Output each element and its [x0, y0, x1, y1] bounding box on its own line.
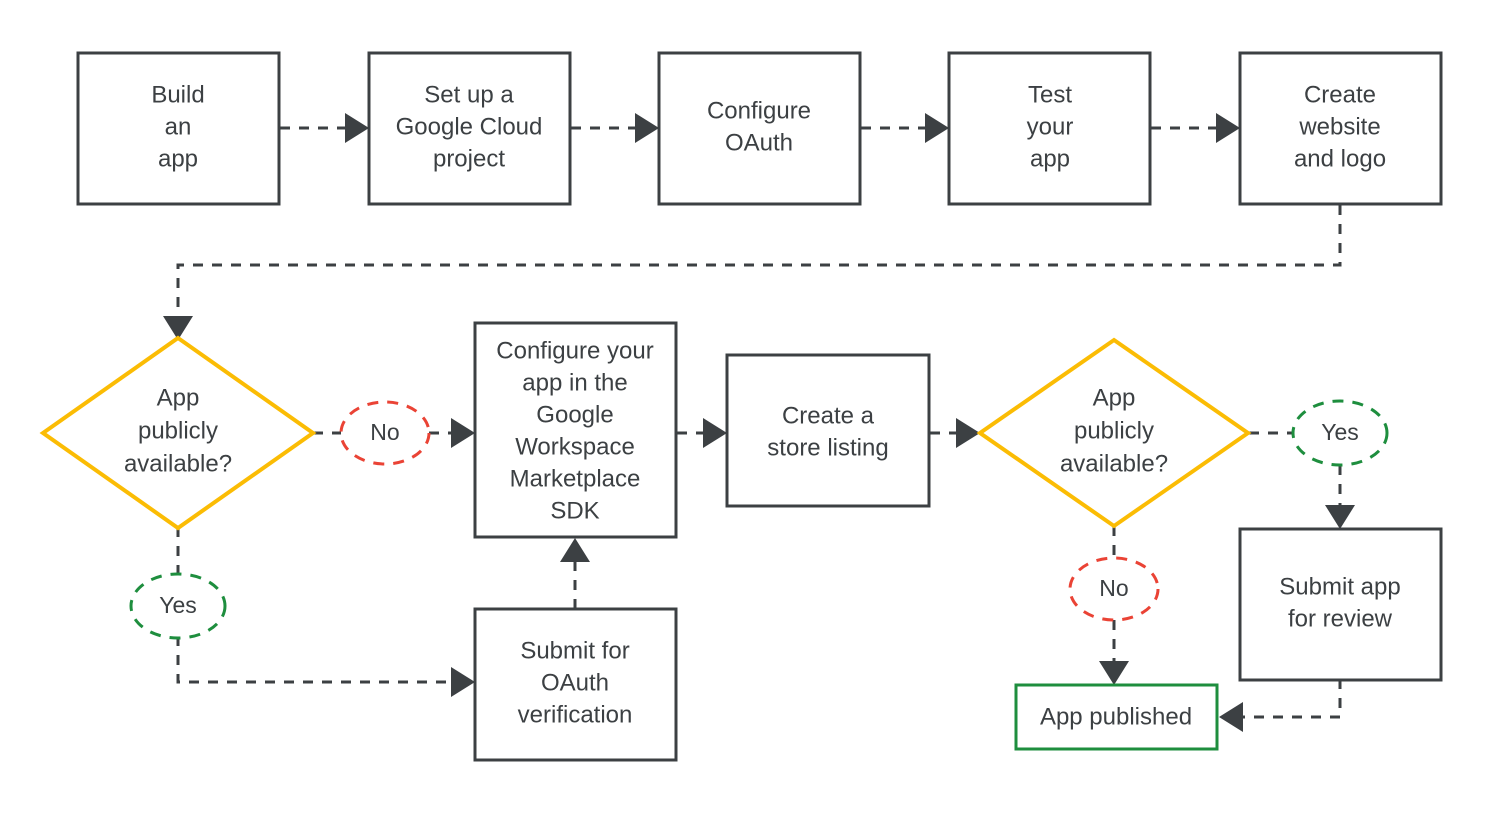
node-build-an-app-line-1: an [165, 113, 192, 140]
node-test-your-app-line-2: app [1030, 145, 1070, 172]
node-create-website-line-1: website [1298, 113, 1380, 140]
node-submit-oauth-verification[interactable]: Submit for OAuth verification [473, 607, 678, 762]
node-set-up-project-line-0: Set up a [424, 81, 514, 108]
edge-store-listing-to-decision-right [930, 418, 980, 448]
edge-yes-label-to-submit-review [1325, 465, 1355, 529]
app-published-line-0: App published [1040, 703, 1192, 730]
configure-sdk-line-0: Configure your [496, 337, 653, 364]
node-configure-oauth[interactable]: Configure OAuth [657, 51, 862, 206]
submit-oauth-line-1: OAuth [541, 669, 609, 696]
edge-label-no-left: No [339, 400, 431, 466]
node-test-your-app-line-0: Test [1028, 81, 1072, 108]
edge-configure-sdk-to-store-listing [677, 418, 727, 448]
configure-sdk-line-3: Workspace [515, 433, 635, 460]
node-decision-app-publicly-available-right[interactable]: App publicly available? [976, 337, 1252, 529]
node-create-website-and-logo[interactable]: Create website and logo [1238, 51, 1443, 206]
decision-left-line-2: available? [124, 450, 232, 477]
submit-oauth-line-0: Submit for [520, 637, 629, 664]
node-set-up-project-line-1: Google Cloud [396, 113, 543, 140]
decision-right-line-2: available? [1060, 450, 1168, 477]
edge-label-yes-left: Yes [129, 572, 227, 640]
submit-review-line-0: Submit app [1279, 573, 1400, 600]
node-build-an-app-line-2: app [158, 145, 198, 172]
edge-label-yes-right-text: Yes [1321, 419, 1359, 445]
store-listing-line-0: Create a [782, 402, 875, 429]
node-configure-oauth-line-1: OAuth [725, 129, 793, 156]
submit-oauth-line-2: verification [518, 701, 633, 728]
configure-sdk-line-1: app in the [522, 369, 627, 396]
edge-setup-to-oauth [571, 113, 659, 143]
edge-build-to-setup [280, 113, 369, 143]
edge-no-label-to-app-published [1099, 620, 1129, 685]
edge-submit-review-to-app-published [1219, 679, 1342, 732]
node-build-an-app[interactable]: Build an app [76, 51, 281, 206]
node-set-up-project-line-2: project [433, 145, 505, 172]
node-submit-app-for-review[interactable]: Submit app for review [1238, 527, 1443, 682]
node-create-website-line-2: and logo [1294, 145, 1386, 172]
decision-right-line-0: App [1093, 384, 1136, 411]
node-create-website-line-0: Create [1304, 81, 1376, 108]
configure-sdk-line-5: SDK [550, 497, 599, 524]
submit-review-line-1: for review [1288, 605, 1393, 632]
node-configure-oauth-line-0: Configure [707, 97, 811, 124]
edge-test-to-create-website [1151, 113, 1240, 143]
edge-yes-label-to-submit-oauth [176, 636, 475, 697]
node-app-published[interactable]: App published [1014, 683, 1219, 751]
node-decision-app-publicly-available-left[interactable]: App publicly available? [39, 335, 317, 531]
edge-create-website-to-decision-left [163, 205, 1342, 340]
decision-left-line-1: publicly [138, 417, 218, 444]
node-set-up-project[interactable]: Set up a Google Cloud project [367, 51, 572, 206]
configure-sdk-line-4: Marketplace [510, 465, 641, 492]
edge-label-yes-left-text: Yes [159, 592, 197, 618]
node-create-store-listing[interactable]: Create a store listing [725, 353, 931, 508]
edge-label-yes-right: Yes [1291, 399, 1389, 467]
node-build-an-app-line-0: Build [151, 81, 204, 108]
decision-right-line-1: publicly [1074, 417, 1154, 444]
decision-left-line-0: App [157, 384, 200, 411]
node-test-your-app[interactable]: Test your app [947, 51, 1152, 206]
configure-sdk-line-2: Google [536, 401, 613, 428]
node-configure-sdk[interactable]: Configure your app in the Google Workspa… [473, 321, 678, 539]
node-test-your-app-line-1: your [1027, 113, 1074, 140]
edge-no-label-to-configure-sdk [429, 418, 475, 448]
edge-oauth-to-test [861, 113, 949, 143]
store-listing-line-1: store listing [767, 434, 888, 461]
edge-label-no-right-text: No [1099, 575, 1128, 601]
edge-submit-oauth-to-configure-sdk [560, 538, 590, 609]
edge-label-no-right: No [1068, 556, 1160, 622]
edge-label-no-left-text: No [370, 419, 399, 445]
